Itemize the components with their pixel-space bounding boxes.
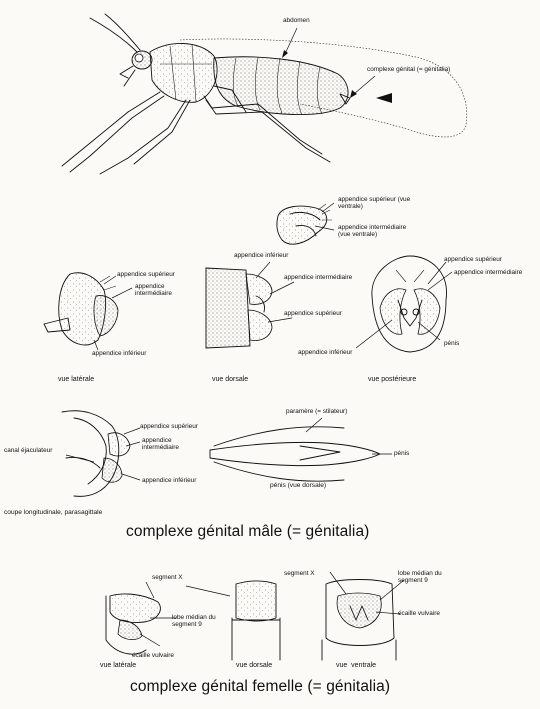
label-section-appendice-inferieur: appendice inférieur xyxy=(142,477,197,484)
label-female-ventral-ecaille: écaille vulvaire xyxy=(398,610,440,617)
label-section-appendice-intermediaire: appendice intermédiaire xyxy=(142,437,179,451)
label-posterior-penis: pénis xyxy=(444,340,460,347)
label-abdomen: abdomen xyxy=(283,17,310,24)
label-posterior-appendice-superieur: appendice supérieur xyxy=(444,256,502,263)
caption-vue-dorsale: vue dorsale xyxy=(212,376,249,383)
top-arrows xyxy=(282,27,392,103)
male-dorsal-view xyxy=(205,261,295,349)
label-appendice-intermediaire-ventrale: appendice intermédiaire (vue ventrale) xyxy=(338,224,407,238)
label-female-ventral-segment-x: segment X xyxy=(284,570,315,577)
label-penis: pénis xyxy=(394,450,410,457)
label-section-appendice-superieur: appendice supérieur xyxy=(140,423,198,430)
label-posterior-appendice-intermediaire: appendice intermédiaire xyxy=(454,269,523,276)
label-female-lateral-ecaille: écaille vulvaire xyxy=(132,652,174,659)
caption-female-vue-dorsale: vue dorsale xyxy=(236,662,273,669)
label-female-lateral-segment-x: segment X xyxy=(152,574,183,581)
caption-coupe-longitudinale: coupe longitudinale, parasagittale xyxy=(4,509,103,516)
male-lateral-view xyxy=(43,272,133,351)
caption-female-vue-laterale: vue latérale xyxy=(100,662,137,669)
caption-penis-vue-dorsale: pénis (vue dorsale) xyxy=(270,482,327,489)
label-canal-ejaculateur: canal éjaculateur xyxy=(4,447,53,454)
label-paramere: paramère (= stilateur) xyxy=(286,408,348,415)
title-male: complexe génital mâle (= génitalia) xyxy=(126,523,370,540)
label-dorsal-appendice-inferieur: appendice inférieur xyxy=(234,252,289,259)
female-dorsal-view xyxy=(185,580,281,661)
male-posterior-view xyxy=(355,255,453,353)
label-female-ventral-lobe-median: lobe médian du segment 9 xyxy=(398,570,442,584)
label-appendice-superieur-ventrale: appendice supérieur (vue ventrale) xyxy=(338,196,411,210)
female-ventral-view xyxy=(321,571,405,661)
title-female: complexe génital femelle (= génitalia) xyxy=(130,678,391,695)
label-female-lateral-lobe-median: lobe médian du segment 9 xyxy=(172,614,216,628)
label-lateral-appendice-superieur: appendice supérieur xyxy=(117,271,175,278)
label-posterior-appendice-inferieur: appendice inférieur xyxy=(298,349,353,356)
male-penis-view xyxy=(209,417,392,482)
label-dorsal-appendice-intermediaire: appendice intermédiaire xyxy=(284,274,353,281)
label-dorsal-appendice-superieur: appendice supérieur xyxy=(284,310,342,317)
label-lateral-appendice-intermediaire: appendice intermédiaire xyxy=(135,283,172,297)
label-lateral-appendice-inferieur: appendice inférieur xyxy=(92,350,147,357)
female-lateral-view xyxy=(105,581,176,655)
male-section-view xyxy=(61,410,141,497)
label-complexe-genital: complexe génital (= génitalia) xyxy=(367,66,451,73)
caption-vue-laterale: vue latérale xyxy=(58,376,95,383)
male-ventral-detail xyxy=(276,202,335,245)
insect-drawing xyxy=(61,13,468,175)
caption-vue-posterieure: vue postérieure xyxy=(368,376,417,383)
caption-female-vue-ventrale: vue ventrale xyxy=(336,662,377,669)
